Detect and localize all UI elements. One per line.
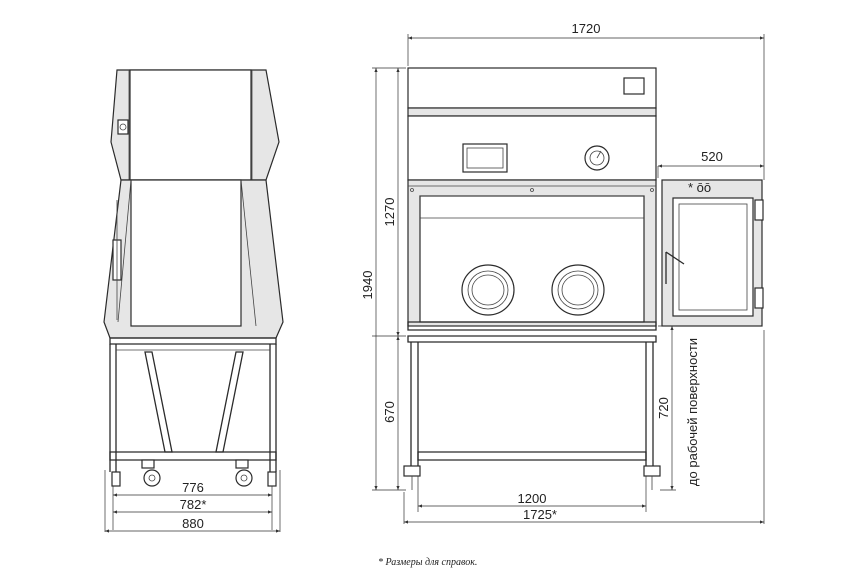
- side-view: 776 782* 880: [103, 69, 284, 533]
- caster-left: [141, 459, 161, 487]
- dim-782-label: 782*: [180, 497, 207, 512]
- footnote: * Размеры для справок.: [378, 557, 478, 568]
- foot-left: [403, 465, 421, 477]
- front-view: * ōō 1720 520 1940 1270 670 720 до рабоч…: [360, 21, 765, 524]
- dim-670-label: 670: [382, 401, 397, 423]
- dim-520-label: 520: [701, 149, 723, 164]
- dim-880-label: 880: [182, 516, 204, 531]
- chamber-window: [419, 195, 645, 323]
- dim-1725-label: 1725*: [523, 507, 557, 522]
- pass-box-door: * ōō: [661, 179, 764, 327]
- door-marking: * ōō: [688, 180, 711, 195]
- glove-port-right: [551, 264, 605, 316]
- dim-1720-label: 1720: [572, 21, 601, 36]
- touch-screen: [462, 143, 508, 173]
- dim-1940-label: 1940: [360, 271, 375, 300]
- side-window: [130, 179, 242, 327]
- caster-right: [235, 459, 253, 487]
- dim-776-label: 776: [182, 480, 204, 495]
- work-surface-label: до рабочей поверхности: [685, 338, 700, 486]
- dim-1270-label: 1270: [382, 198, 397, 227]
- side-control-knob: [117, 119, 129, 135]
- dim-1200-label: 1200: [518, 491, 547, 506]
- dim-720-label: 720: [656, 397, 671, 419]
- glove-port-left: [461, 264, 515, 316]
- hood-display: [623, 77, 645, 95]
- foot-right: [643, 465, 661, 477]
